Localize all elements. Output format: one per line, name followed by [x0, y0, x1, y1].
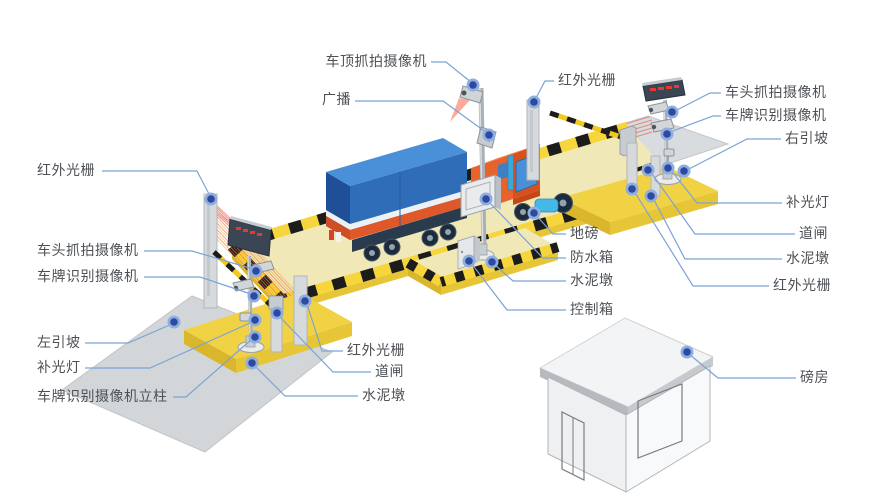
- label-head-capture-camera-left: 车头抓拍摄像机: [37, 243, 139, 259]
- leader-line-fill-light-right: [669, 168, 782, 204]
- leader-line-ir-grating-top-right: [534, 80, 554, 101]
- label-barrier-gate-right: 道闸: [799, 226, 828, 242]
- leader-line-right-ramp: [686, 138, 781, 171]
- anchor-dot-head-capture-camera-left: [252, 267, 260, 275]
- anchor-dot-plate-recognition-camera-right: [663, 130, 671, 138]
- left-pier: [184, 293, 352, 373]
- callout-layer: [85, 61, 796, 398]
- ir-post-left-inner: [293, 275, 308, 346]
- leader-line-plate-recognition-camera-right: [669, 115, 721, 133]
- fill-light-right-device: [663, 148, 675, 163]
- anchor-dot-plate-camera-pole: [251, 333, 259, 341]
- anchor-dot-weighbridge: [530, 209, 538, 217]
- led-display-right: [642, 77, 686, 102]
- anchor-dot-waterproof-box: [482, 195, 490, 203]
- label-plate-recognition-camera-right: 车牌识别摄像机: [725, 108, 827, 124]
- leader-line-head-capture-camera-right: [674, 92, 721, 112]
- label-broadcast: 广播: [322, 92, 351, 108]
- label-right-ramp: 右引坡: [785, 131, 829, 147]
- leader-line-left-ramp: [85, 323, 173, 344]
- label-left-ramp: 左引坡: [37, 335, 81, 351]
- anchor-dot-right-ramp: [680, 167, 688, 175]
- label-ir-grating-left-inner: 红外光栅: [347, 343, 405, 359]
- anchor-dot-left-ramp: [170, 318, 178, 326]
- anchor-dot-ir-grating-left: [207, 195, 215, 203]
- anchor-dot-ir-grating-right: [628, 185, 636, 193]
- leader-line-fill-light-left: [85, 321, 253, 369]
- weigh-house-building: [538, 317, 715, 493]
- label-ir-grating-top-right: 红外光栅: [558, 73, 616, 89]
- label-control-box: 控制箱: [570, 302, 614, 318]
- anchor-dot-control-box: [465, 257, 473, 265]
- leader-line-cement-pier-left: [253, 364, 358, 397]
- label-cement-pier-left: 水泥墩: [362, 388, 406, 404]
- house-door: [561, 411, 585, 481]
- label-fill-light-right: 补光灯: [786, 195, 830, 211]
- label-plate-camera-pole: 车牌识别摄像机立柱: [37, 389, 168, 405]
- led-display-left: [227, 216, 272, 257]
- leader-line-cement-pier-center: [493, 263, 566, 282]
- label-barrier-gate-left: 道闸: [375, 364, 404, 380]
- leader-line-head-capture-camera-left: [144, 250, 254, 270]
- leader-line-ir-grating-left: [102, 170, 211, 197]
- label-ir-grating-left: 红外光栅: [37, 163, 95, 179]
- anchor-dot-cement-pier-center: [488, 258, 496, 266]
- truck-container: [326, 138, 467, 242]
- label-weighbridge: 地磅: [570, 226, 599, 242]
- leader-line-plate-recognition-camera-left: [144, 276, 252, 295]
- label-cement-pier-right: 水泥墩: [786, 251, 830, 267]
- camera-flash-beam: [450, 98, 470, 122]
- anchor-dot-broadcast: [485, 131, 493, 139]
- leader-line-weighbridge: [535, 214, 566, 235]
- leader-line-plate-camera-pole: [173, 338, 253, 398]
- anchor-dot-barrier-gate-left: [273, 309, 281, 317]
- label-head-capture-camera-right: 车头抓拍摄像机: [725, 85, 827, 101]
- truck-wheels: [363, 193, 573, 262]
- leader-line-roof-capture-camera: [431, 61, 473, 84]
- waterproof-box-device: [460, 174, 501, 218]
- anchor-dot-cement-pier-right: [647, 192, 655, 200]
- leader-line-broadcast: [355, 100, 488, 134]
- leader-line-cement-pier-right: [652, 197, 782, 260]
- house-window: [637, 383, 683, 459]
- leader-line-ir-grating-left-inner: [306, 303, 343, 352]
- label-roof-capture-camera: 车顶抓拍摄像机: [325, 54, 427, 70]
- anchor-dot-fill-light-left: [251, 316, 259, 324]
- anchor-dot-ir-grating-left-inner: [301, 297, 309, 305]
- leader-line-ir-grating-right: [633, 190, 769, 287]
- label-plate-recognition-camera-left: 车牌识别摄像机: [37, 269, 139, 285]
- anchor-dot-cement-pier-left: [248, 359, 256, 367]
- label-fill-light-left: 补光灯: [37, 360, 81, 376]
- truck: [326, 138, 573, 262]
- anchor-dot-plate-recognition-camera-left: [250, 292, 258, 300]
- anchor-dot-roof-capture-camera: [469, 81, 477, 89]
- leader-line-control-box: [470, 262, 566, 311]
- anchor-dot-ir-grating-top-right: [530, 98, 538, 106]
- label-cement-pier-center: 水泥墩: [570, 273, 614, 289]
- label-waterproof-box: 防水箱: [570, 250, 614, 266]
- anchor-dot-weigh-house: [683, 348, 691, 356]
- center-pole-assembly: [450, 85, 501, 261]
- label-weigh-house: 磅房: [800, 370, 829, 386]
- anchor-dot-barrier-gate-right: [644, 166, 652, 174]
- anchor-dot-fill-light-right: [664, 164, 672, 172]
- anchor-dot-head-capture-camera-right: [668, 108, 676, 116]
- leader-line-barrier-gate-right: [649, 170, 795, 235]
- label-ir-grating-right: 红外光栅: [773, 278, 831, 294]
- leader-line-waterproof-box: [487, 200, 566, 259]
- leader-line-weigh-house: [688, 353, 796, 379]
- leader-line-barrier-gate-left: [278, 315, 371, 373]
- ir-post-right-outer: [526, 99, 540, 181]
